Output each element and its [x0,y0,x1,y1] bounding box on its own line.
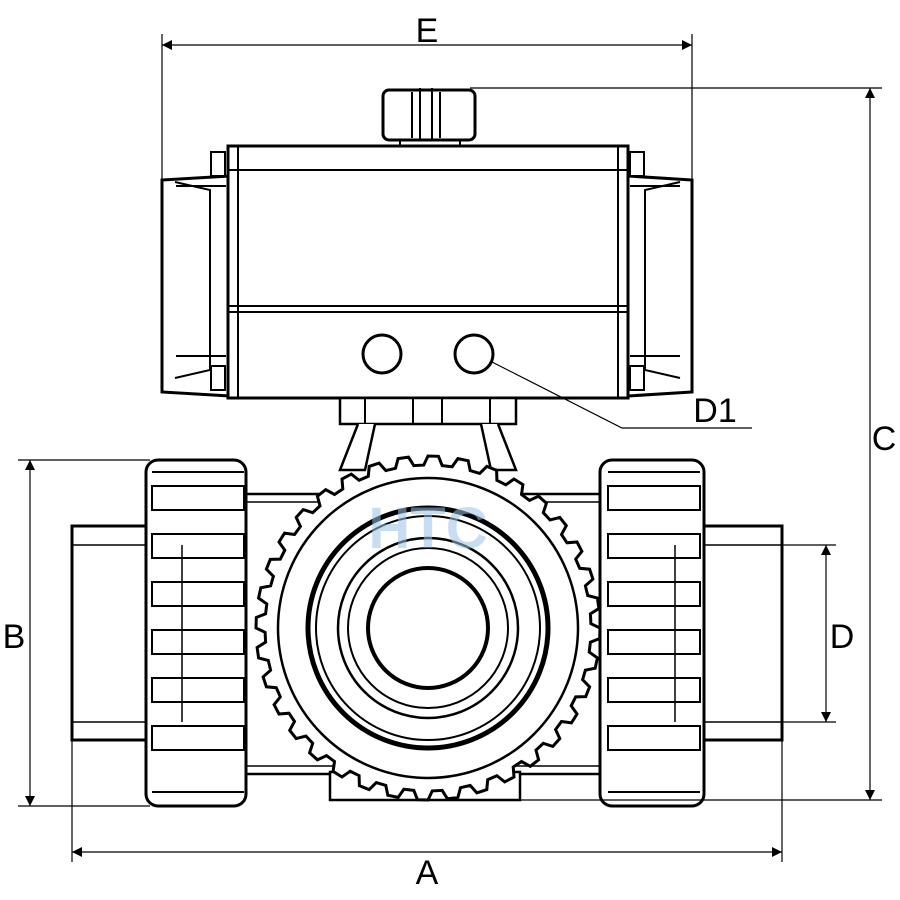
position-indicator [381,88,477,149]
label-b: B [3,618,26,656]
valve-body [70,454,784,808]
front-union-ring [254,454,602,802]
dimension-d1-leader [491,361,752,429]
dimension-labels: E C B D A D1 [3,12,897,892]
dimension-lines [18,34,882,862]
label-d: D [830,618,855,656]
pneumatic-actuator [160,88,694,472]
label-e: E [416,12,439,50]
pipe-end-left [70,524,156,742]
union-nut-right [598,458,706,808]
actuator-end-cap-right [626,151,694,398]
actuator-body [226,144,630,400]
pipe-end-right [700,524,784,742]
actuator-end-cap-left [160,151,232,398]
watermark-logo: HTC [368,496,487,561]
air-port-right [453,333,495,375]
air-port-left [361,333,403,375]
union-nut-left [144,458,248,808]
valve-bore [366,566,490,690]
label-d1: D1 [693,392,736,430]
label-a: A [416,854,439,892]
label-c: C [872,420,897,458]
mounting-bracket [338,396,518,472]
